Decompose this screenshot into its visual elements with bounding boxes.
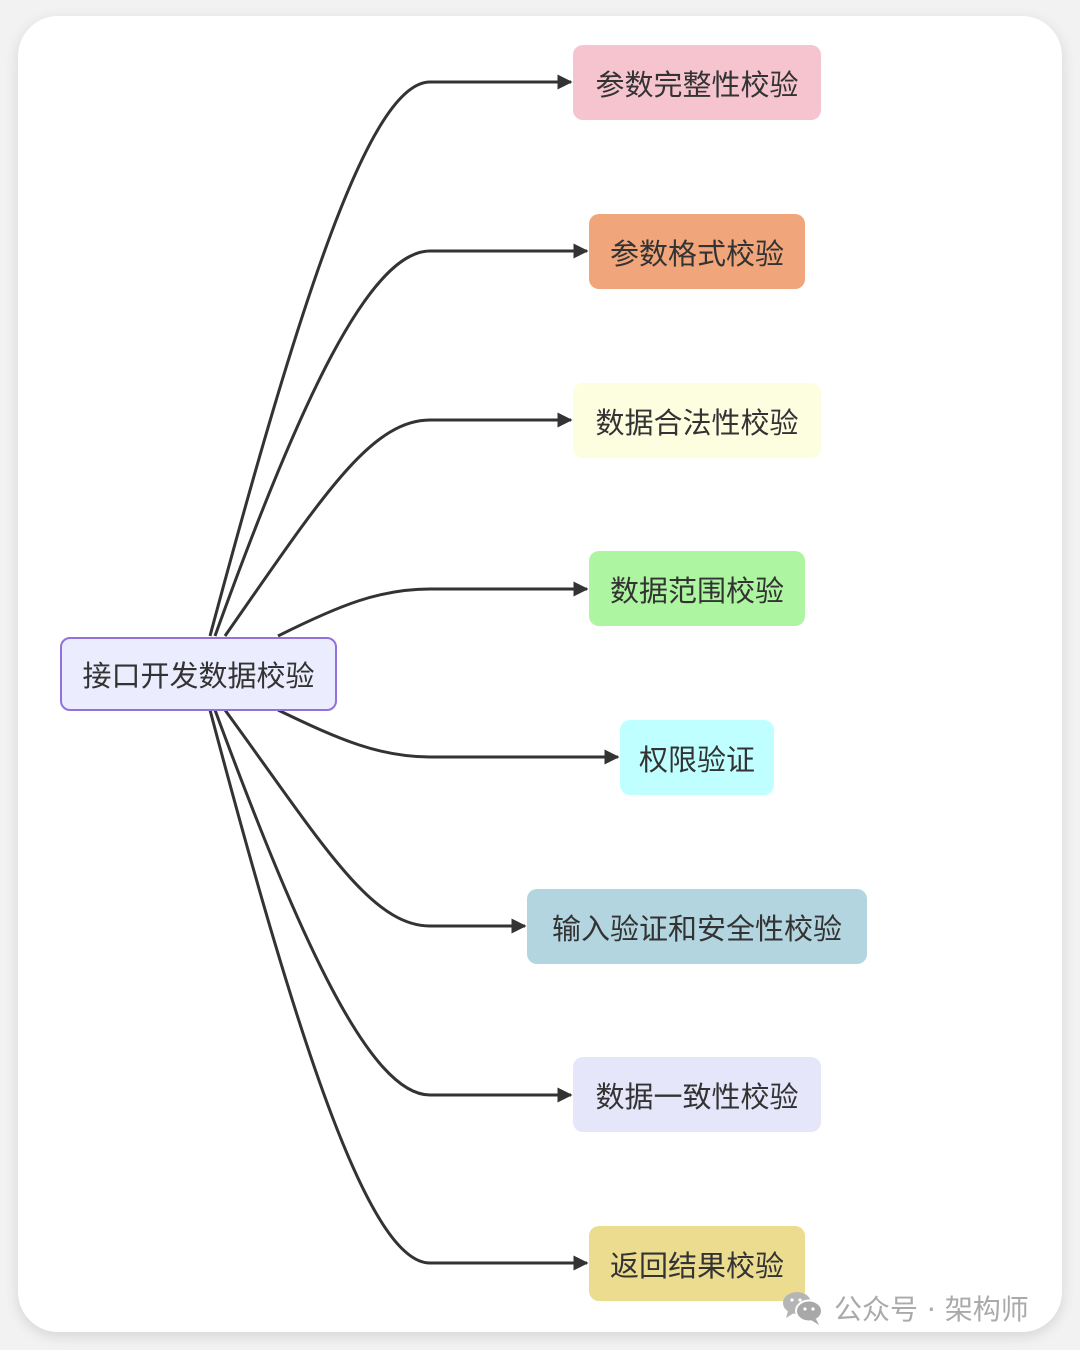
child-node: 权限验证 (620, 720, 774, 795)
wechat-icon (783, 1292, 823, 1325)
child-node: 返回结果校验 (589, 1226, 805, 1301)
child-node: 参数完整性校验 (573, 45, 821, 120)
child-node: 输入验证和安全性校验 (527, 889, 867, 964)
edge-7 (208, 709, 589, 1271)
child-node: 数据一致性校验 (573, 1057, 821, 1132)
watermark: 公众号 · 架构师 (782, 1288, 1029, 1328)
root-node: 接口开发数据校验 (60, 637, 337, 711)
child-node: 数据范围校验 (589, 551, 805, 626)
edge-1 (213, 243, 589, 637)
edge-0 (208, 74, 573, 637)
edge-2 (223, 412, 573, 637)
edge-6 (213, 709, 573, 1103)
child-node: 参数格式校验 (589, 214, 805, 289)
edge-5 (223, 709, 527, 934)
edge-4 (277, 708, 620, 765)
edge-3 (277, 581, 589, 638)
child-node: 数据合法性校验 (573, 383, 821, 458)
watermark-text: 公众号 · 架构师 (834, 1293, 1029, 1326)
